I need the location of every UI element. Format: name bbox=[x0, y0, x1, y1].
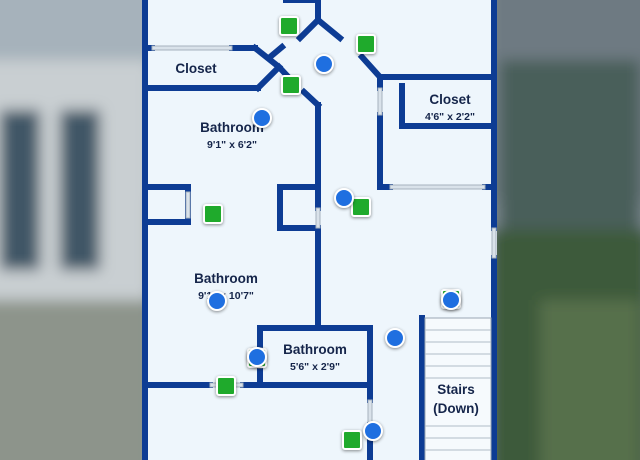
closet-dimensions: 4'6" x 2'2" bbox=[425, 110, 475, 123]
photo-marker[interactable] bbox=[363, 421, 383, 441]
view-marker[interactable] bbox=[203, 204, 223, 224]
closet-label-right: Closet 4'6" x 2'2" bbox=[412, 92, 488, 123]
closet-label-left: Closet bbox=[165, 61, 227, 77]
stairs-direction: (Down) bbox=[433, 400, 479, 416]
bathroom-name: Bathroom bbox=[194, 271, 258, 286]
closet-name: Closet bbox=[429, 92, 471, 107]
walls bbox=[142, 0, 497, 460]
view-marker[interactable] bbox=[216, 376, 236, 396]
bathroom-label-top: Bathroom 9'1" x 6'2" bbox=[182, 120, 282, 151]
bathroom-dimensions: 5'6" x 2'9" bbox=[290, 360, 340, 373]
photo-marker[interactable] bbox=[334, 188, 354, 208]
stairs-label: Stairs (Down) bbox=[424, 382, 488, 417]
photo-marker[interactable] bbox=[385, 328, 405, 348]
view-marker[interactable] bbox=[342, 430, 362, 450]
view-marker[interactable] bbox=[351, 197, 371, 217]
bathroom-name: Bathroom bbox=[283, 342, 347, 357]
bathroom-name: Bathroom bbox=[200, 120, 264, 135]
photo-marker[interactable] bbox=[207, 291, 227, 311]
photo-marker[interactable] bbox=[314, 54, 334, 74]
closet-name: Closet bbox=[175, 61, 217, 76]
bathroom-dimensions: 9'1" x 6'2" bbox=[207, 138, 257, 151]
photo-marker[interactable] bbox=[252, 108, 272, 128]
view-marker[interactable] bbox=[356, 34, 376, 54]
view-marker[interactable] bbox=[279, 16, 299, 36]
photo-marker[interactable] bbox=[247, 347, 267, 367]
stairs bbox=[424, 317, 492, 460]
photo-marker[interactable] bbox=[441, 290, 461, 310]
stairs-name: Stairs bbox=[437, 382, 475, 397]
view-marker[interactable] bbox=[281, 75, 301, 95]
bathroom-label-small: Bathroom 5'6" x 2'9" bbox=[270, 342, 360, 373]
